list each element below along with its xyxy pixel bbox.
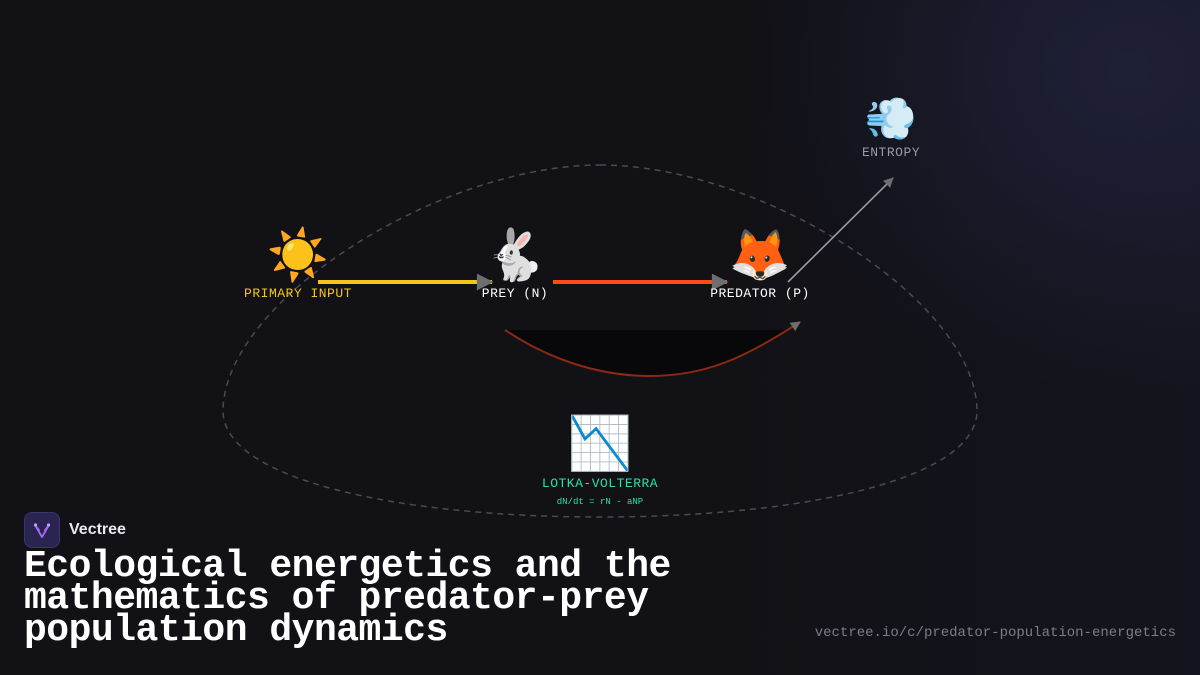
vectree-logo-icon	[24, 512, 60, 548]
fox-icon: 🦊	[728, 226, 792, 284]
node-prey: 🐇 PREY (N)	[482, 230, 548, 301]
node-predator: 🦊 PREDATOR (P)	[710, 230, 810, 301]
arrow-predator-to-entropy	[787, 177, 894, 283]
brand: Vectree	[24, 512, 126, 548]
lotka-volterra-equation: dN/dt = rN - aNP	[556, 497, 644, 507]
brand-name: Vectree	[69, 521, 126, 538]
rabbit-icon: 🐇	[483, 226, 547, 284]
dash-wind-icon: 💨	[864, 94, 918, 143]
node-label-predator: PREDATOR (P)	[710, 286, 810, 301]
node-primary-input: ☀️ PRIMARY INPUT	[244, 230, 352, 301]
node-entropy: 💨 ENTROPY	[861, 94, 921, 161]
node-lotka-volterra: 📉 LOTKA-VOLTERRA dN/dt = rN - aNP	[542, 418, 658, 507]
footer-url: vectree.io/c/predator-population-energet…	[814, 625, 1176, 641]
page-title: Ecological energetics and the mathematic…	[24, 545, 671, 652]
node-label-primary-input: PRIMARY INPUT	[244, 286, 352, 301]
cycle-outline	[222, 164, 978, 518]
chart-decreasing-icon: 📉	[567, 414, 633, 474]
node-label-prey: PREY (N)	[481, 286, 549, 301]
node-label-entropy: ENTROPY	[861, 145, 921, 160]
feedback-curve-arrow	[504, 321, 801, 378]
node-label-lotka-volterra: LOTKA-VOLTERRA	[541, 476, 659, 491]
sun-icon: ☀️	[266, 226, 330, 284]
